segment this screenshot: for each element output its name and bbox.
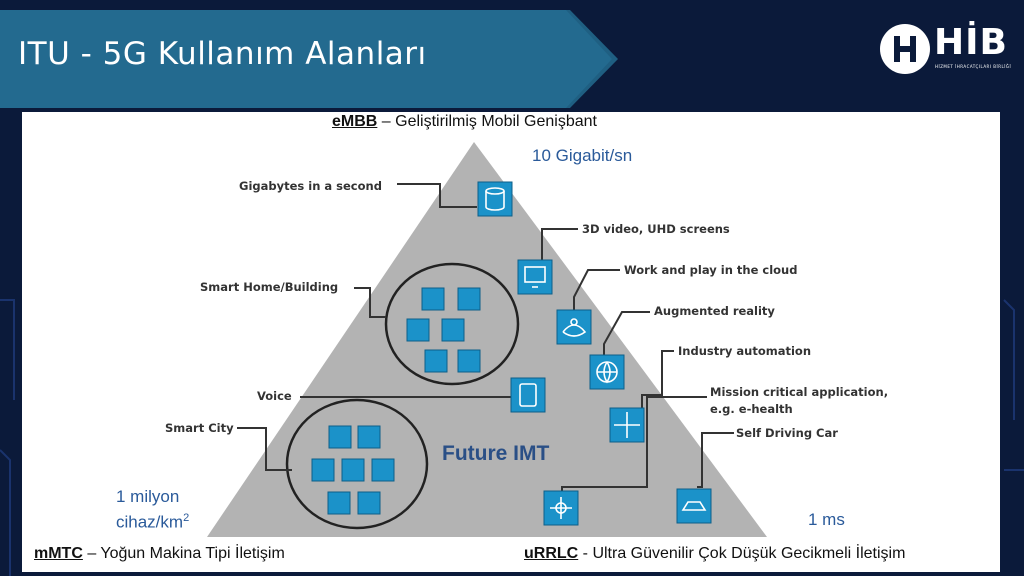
car-small-icon [328,425,352,449]
camera-icon [357,491,381,515]
tablet-icon [510,377,546,413]
urllc-label: uRRLC - Ultra Güvenilir Çok Düşük Gecikm… [524,545,905,563]
grid-icon [441,318,465,342]
callout-gigabytes: Gigabytes in a second [239,179,382,193]
hib-logo: HİB HİZMET İHRACATÇILARI BİRLİĞİ [878,20,1011,80]
gamepad-icon [556,309,592,345]
connector-gigabytes [397,183,477,208]
callout-cloud: Work and play in the cloud [624,263,798,277]
urllc-abbr: uRRLC [524,545,579,562]
callout-industry: Industry automation [678,344,812,358]
connector-ar [603,311,650,357]
connector-industry [641,350,674,412]
latency-label: 1 ms [808,510,845,529]
5g-usage-triangle-diagram [207,142,767,537]
urllc-desc: - Ultra Güvenilir Çok Düşük Gecikmeli İl… [578,545,906,562]
callout-video: 3D video, UHD screens [582,222,730,236]
connector-video [541,228,578,262]
callout-voice: Voice [257,389,292,403]
fridge-icon [457,287,481,311]
safe-icon [457,349,481,373]
callout-car: Self Driving Car [736,426,838,440]
display-icon [424,349,448,373]
house-icon [406,318,430,342]
house-small-icon [341,458,365,482]
title-banner [0,10,618,108]
callout-ar: Augmented reality [654,304,775,318]
density-sup: 2 [183,512,190,524]
density-line1: 1 milyon [116,487,180,506]
callout-city: Smart City [165,421,234,435]
connector-cloud [573,269,620,312]
drone-icon [357,425,381,449]
future-imt-label: Future IMT [442,442,550,465]
density-unit: cihaz/km [116,512,184,532]
mmtc-desc: – Yoğun Makina Tipi İletişim [82,545,285,562]
smart-home-circle [384,262,520,386]
network-icon [371,458,395,482]
embb-abbr: eMBB [332,113,378,130]
callout-home: Smart Home/Building [200,280,339,294]
logo-subtext: HİZMET İHRACATÇILARI BİRLİĞİ [935,64,1012,69]
connector-city [237,427,292,471]
logo-mark-icon [880,24,930,74]
tv-icon [421,287,445,311]
callout-mission-line2: e.g. e-health [710,402,793,416]
page-title: ITU - 5G Kullanım Alanları [18,36,427,72]
embb-desc: – Geliştirilmiş Mobil Genişbant [377,113,597,130]
car-icon [676,488,712,524]
smart-city-circle [285,398,429,530]
logo-text: HİB [934,22,1008,63]
phone-icon [327,491,351,515]
callout-mission-line1: Mission critical application, [710,385,889,399]
connector-car [697,432,734,488]
connector-home [354,287,386,318]
database-icon [477,181,513,217]
monitor-icon [517,259,553,295]
density-line2: cihaz/km2 [116,512,189,533]
signal-icon [311,458,335,482]
speed-label: 10 Gigabit/sn [532,146,633,165]
connector-mission [561,396,707,492]
mmtc-abbr: mMTC [34,545,83,562]
embb-label: eMBB – Geliştirilmiş Mobil Genişbant [332,113,597,131]
diagram-panel: eMBB – Geliştirilmiş Mobil Genişbant 10 … [22,112,1000,572]
mmtc-label: mMTC – Yoğun Makina Tipi İletişim [34,545,285,563]
